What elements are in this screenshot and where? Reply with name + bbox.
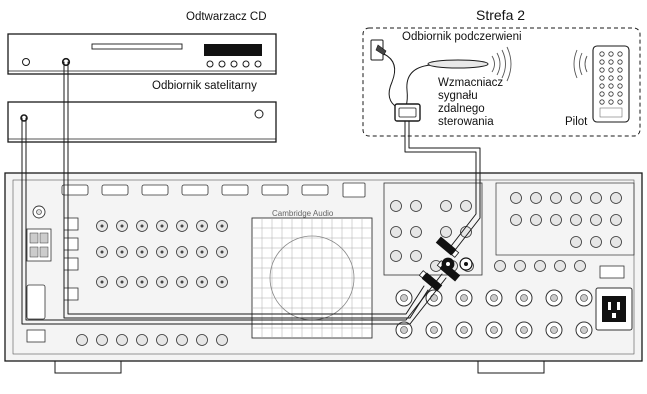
amplifier-label-line4: sterowania <box>438 116 494 129</box>
ir-receiver-label: Odbiornik podczerwieni <box>402 31 522 44</box>
wall-socket-icon <box>371 40 386 60</box>
zone-2-label: Strefa 2 <box>476 7 525 23</box>
satellite-receiver <box>8 102 276 142</box>
remote-label: Pilot <box>565 116 587 129</box>
cd-player-label: Odtwarzacz CD <box>186 11 267 23</box>
av-receiver-back-panel: Cambridge Audio <box>5 173 642 373</box>
brand-text: Cambridge Audio <box>272 209 334 218</box>
amplifier-label-line2: sygnału <box>438 90 478 103</box>
remote-control-icon <box>574 46 629 122</box>
remote-amplifier-icon <box>395 104 420 121</box>
cd-player <box>8 34 276 74</box>
ir-receiver-icon <box>428 47 511 81</box>
amplifier-label-line1: Wzmacniacz <box>438 77 503 90</box>
amplifier-label-line3: zdalnego <box>438 103 485 116</box>
satellite-receiver-label: Odbiornik satelitarny <box>152 80 257 92</box>
